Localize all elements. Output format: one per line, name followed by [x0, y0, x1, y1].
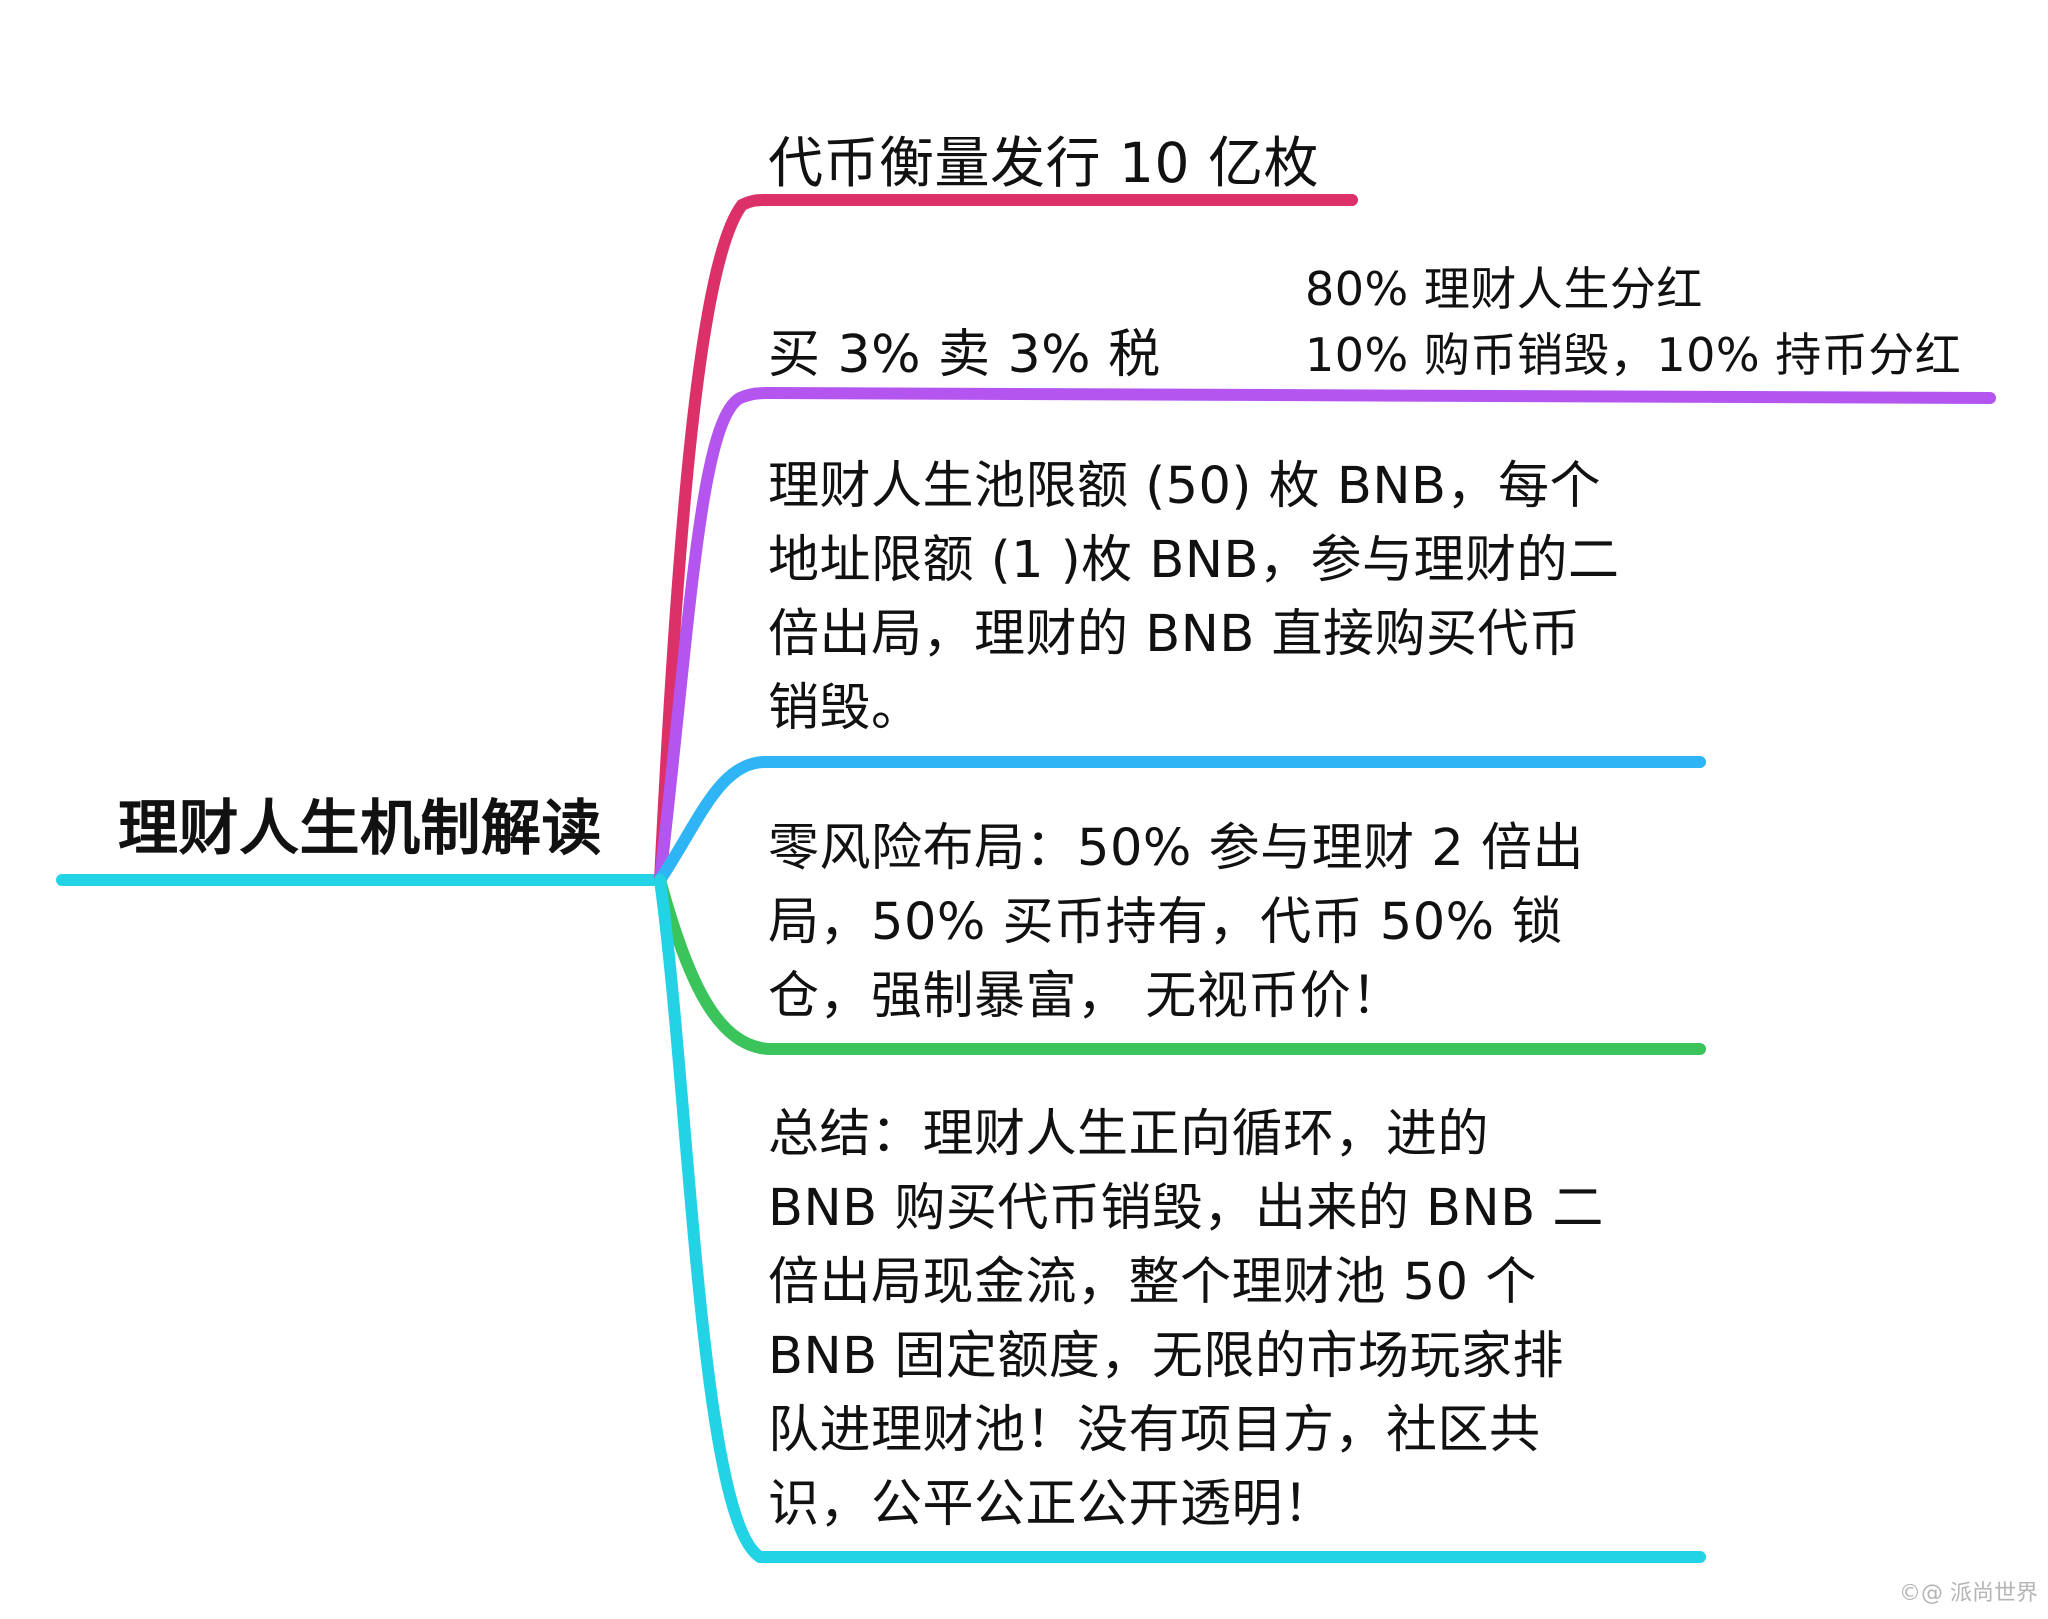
pool-text-line: 倍出局，理财的 BNB 直接购买代币	[768, 605, 1581, 664]
branch-zero-risk-text: 零风险布局：50% 参与理财 2 倍出 局，50% 买币持有，代币 50% 锁 …	[768, 812, 1584, 1034]
branch-connector-supply	[654, 194, 1358, 886]
summary-text-line: BNB 购买代币销毁，出来的 BNB 二	[768, 1179, 1604, 1238]
tax-distribution-line: 10% 购币销毁，10% 持币分红	[1305, 328, 1962, 382]
zero-risk-text-line: 零风险布局：50% 参与理财 2 倍出	[768, 819, 1584, 878]
summary-text-line: 队进理财池！没有项目方，社区共	[768, 1401, 1541, 1460]
branch-tax-distribution: 80% 理财人生分红 10% 购币销毁，10% 持币分红	[1305, 256, 1961, 388]
branch-connector-summary	[654, 874, 1706, 1563]
branch-pool-text: 理财人生池限额 (50) 枚 BNB，每个 地址限额 (1 )枚 BNB，参与理…	[768, 450, 1620, 746]
branch-supply-label: 代币衡量发行 10 亿枚	[768, 131, 1319, 195]
zero-risk-text-line: 仓，强制暴富， 无视币价！	[768, 967, 1403, 1026]
summary-text-line: 识，公平公正公开透明！	[768, 1475, 1335, 1534]
summary-text-line: 总结：理财人生正向循环，进的	[768, 1105, 1490, 1164]
pool-text-line: 理财人生池限额 (50) 枚 BNB，每个	[768, 457, 1601, 516]
summary-text-line: BNB 固定额度，无限的市场玩家排	[768, 1327, 1564, 1386]
branch-connector-zero-risk	[654, 874, 1706, 1055]
branch-summary-text: 总结：理财人生正向循环，进的 BNB 购买代币销毁，出来的 BNB 二 倍出局现…	[768, 1098, 1604, 1542]
tax-distribution-line: 80% 理财人生分红	[1305, 262, 1703, 316]
root-node-label: 理财人生机制解读	[118, 794, 602, 864]
watermark: ©@ 派尚世界	[1899, 1581, 2038, 1606]
pool-text-line: 地址限额 (1 )枚 BNB，参与理财的二	[768, 531, 1620, 590]
summary-text-line: 倍出局现金流，整个理财池 50 个	[768, 1253, 1537, 1312]
branch-connector-pool	[654, 755, 1706, 886]
branch-connector-tax	[654, 386, 1996, 886]
zero-risk-text-line: 局，50% 买币持有，代币 50% 锁	[768, 893, 1563, 952]
pool-text-line: 销毁。	[768, 679, 923, 738]
branch-tax-label: 买 3% 卖 3% 税	[768, 325, 1161, 385]
